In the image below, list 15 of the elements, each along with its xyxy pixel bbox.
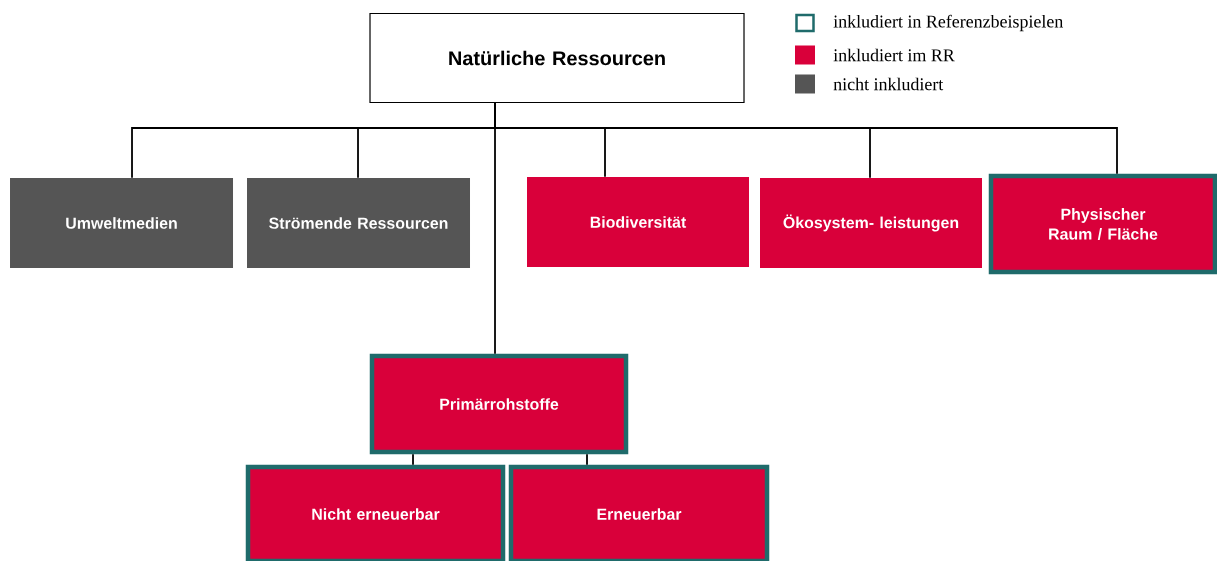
legend-label: nicht inkludiert	[833, 77, 944, 91]
category-box: Physischer Raum / Fläche	[988, 173, 1217, 275]
category-box: Erneuerbar	[508, 464, 770, 561]
legend-label: inkludiert im RR	[833, 48, 955, 62]
category-box: Natürliche Ressourcen	[369, 12, 745, 104]
category-box: Ökosystem- leistungen	[760, 178, 982, 268]
category-box: Nicht erneuerbar	[245, 464, 506, 561]
category-box: Strömende Ressourcen	[247, 178, 470, 268]
legend-label: inkludiert in Referenzbeispielen	[833, 14, 1064, 32]
connector-line	[412, 453, 414, 466]
category-box: Biodiversität	[527, 177, 749, 267]
connector-line	[494, 102, 496, 355]
category-box: Umweltmedien	[10, 178, 233, 268]
category-box: Primärrohstoffe	[369, 353, 629, 455]
connector-line	[586, 453, 588, 466]
